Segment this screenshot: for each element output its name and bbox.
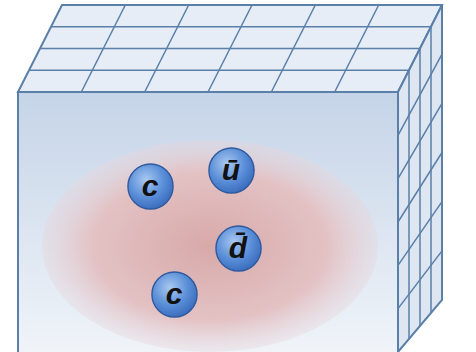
front-face bbox=[18, 92, 398, 352]
quark-label: ū bbox=[222, 155, 240, 185]
grid-line bbox=[398, 202, 442, 266]
grid-line bbox=[398, 54, 442, 135]
top-face bbox=[18, 5, 442, 92]
quark-label: c bbox=[142, 171, 159, 201]
grid-line bbox=[398, 103, 442, 178]
ball-circle bbox=[127, 163, 172, 208]
side-face bbox=[398, 5, 442, 352]
ball-circle bbox=[208, 147, 253, 192]
quark-label: d̄ bbox=[229, 233, 247, 263]
quark-ball: c bbox=[151, 271, 198, 318]
quark-label: c bbox=[166, 279, 183, 309]
quark-ball: ū bbox=[208, 147, 255, 194]
grid-line bbox=[208, 5, 252, 92]
grid-line bbox=[335, 5, 379, 92]
ball-circle bbox=[151, 271, 196, 316]
quark-ball: d̄ bbox=[215, 225, 262, 272]
grid-line bbox=[81, 5, 125, 92]
quark-ball: c bbox=[127, 163, 174, 210]
ball-circle bbox=[215, 225, 260, 270]
grid-line bbox=[398, 251, 442, 309]
hadron-cloud bbox=[42, 140, 378, 352]
grid-line bbox=[145, 5, 189, 92]
grid-line bbox=[271, 5, 315, 92]
